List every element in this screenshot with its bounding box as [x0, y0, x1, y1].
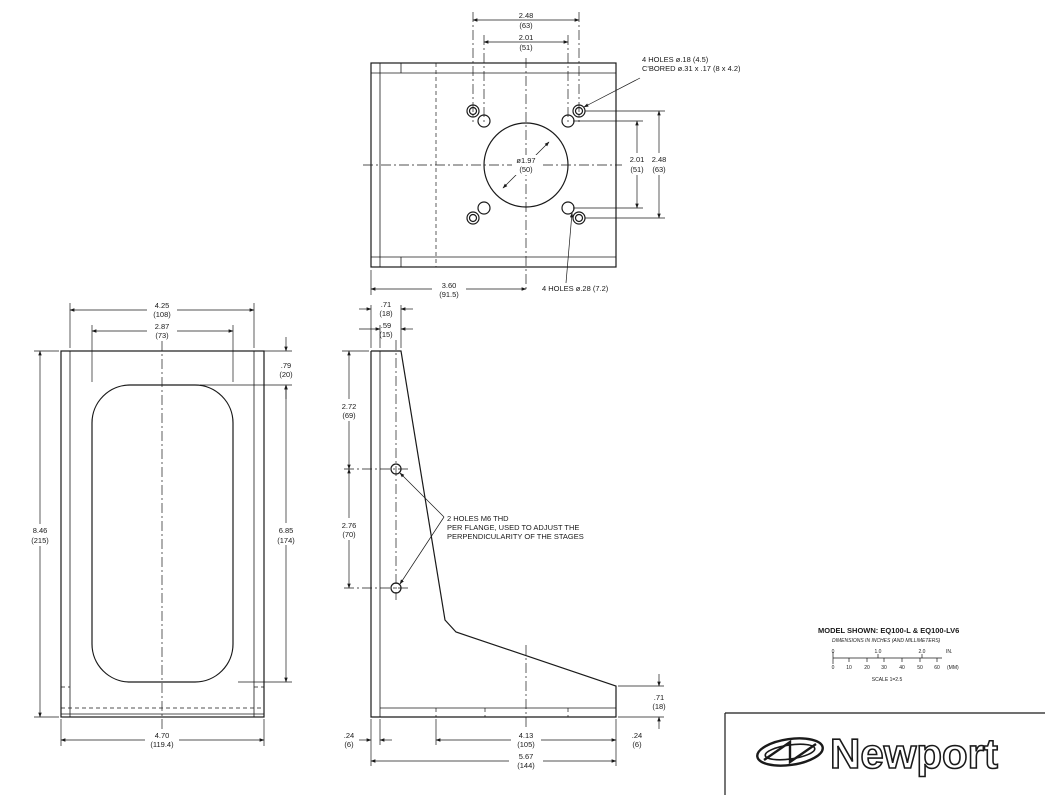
cbored-note-line1: 4 HOLES ø.18 (4.5) — [642, 55, 709, 64]
scale-in-1: 1.0 — [875, 649, 882, 655]
dim-front-top-in: .79 — [281, 361, 291, 370]
scale-in-2: 2.0 — [919, 649, 926, 655]
dim-side-top-a-mm: (18) — [379, 309, 393, 318]
newport-swirl-icon — [756, 737, 824, 767]
title-block: Newport — [724, 712, 1045, 795]
dim-side-top-a-in: .71 — [381, 300, 391, 309]
dim-front-top-mm: (20) — [279, 370, 293, 379]
holes-note: 4 HOLES ø.28 (7.2) — [542, 284, 609, 293]
bore-diameter-in: ø1.97 — [516, 156, 535, 165]
dim-right-inner-mm: (51) — [630, 165, 644, 174]
dim-offset-mm: (91.5) — [439, 290, 459, 299]
dim-side-total-in: 5.67 — [519, 752, 534, 761]
dim-side-base-inner-in: 4.13 — [519, 731, 534, 740]
dim-front-inner-mm: (73) — [155, 331, 169, 340]
legend-block: MODEL SHOWN: EQ100-L & EQ100-LV6 DIMENSI… — [818, 626, 959, 683]
scale-ratio: SCALE 1=2.5 — [872, 677, 903, 683]
dim-side-base-h-in: .71 — [654, 693, 664, 702]
scale-in-0: 0 — [832, 649, 835, 655]
thread-note-line3: PERPENDICULARITY OF THE STAGES — [447, 532, 584, 541]
dim-front-window-in: 6.85 — [279, 526, 294, 535]
dim-offset-in: 3.60 — [442, 281, 457, 290]
dim-side-thk-right-mm: (6) — [632, 740, 642, 749]
side-profile — [370, 350, 617, 718]
scale-bar — [832, 652, 942, 664]
dim-front-outer-in: 4.25 — [155, 301, 170, 310]
dim-top-outer-mm: (63) — [519, 21, 533, 30]
dim-front-base-mm: (119.4) — [150, 740, 174, 749]
dim-front-inner-in: 2.87 — [155, 322, 170, 331]
dim-side-base-inner-mm: (105) — [517, 740, 535, 749]
cbored-note-line2: C'BORED ø.31 x .17 (8 x 4.2) — [642, 64, 741, 73]
mounting-holes — [466, 104, 586, 225]
dim-side-v1-in: 2.72 — [342, 402, 357, 411]
dim-front-outer-mm: (108) — [153, 310, 171, 319]
scale-in-unit: IN. — [946, 649, 952, 655]
dim-top-inner-in: 2.01 — [519, 33, 534, 42]
dim-side-top-b-in: .59 — [381, 321, 391, 330]
dim-side-thk-left-mm: (6) — [344, 740, 354, 749]
dim-side-total-mm: (144) — [517, 761, 535, 770]
thread-note-line1: 2 HOLES M6 THD — [447, 514, 509, 523]
scale-mm-5: 50 — [917, 665, 923, 671]
dim-right-outer-in: 2.48 — [652, 155, 667, 164]
front-window-cutout — [91, 384, 234, 683]
dim-top-outer-in: 2.48 — [519, 11, 534, 20]
dim-side-v1-mm: (69) — [342, 411, 356, 420]
dim-side-v2-mm: (70) — [342, 530, 356, 539]
dim-side-v2-in: 2.76 — [342, 521, 357, 530]
legend-subtitle: DIMENSIONS IN INCHES (AND MILLIMETERS) — [832, 638, 941, 644]
dim-side-top-b-mm: (15) — [379, 330, 393, 339]
scale-mm-1: 10 — [846, 665, 852, 671]
bore-diameter-mm: (50) — [519, 165, 533, 174]
scale-mm-unit: (MM) — [947, 665, 959, 671]
thread-note-line2: PER FLANGE, USED TO ADJUST THE — [447, 523, 579, 532]
scale-mm-2: 20 — [864, 665, 870, 671]
dim-top-inner-mm: (51) — [519, 43, 533, 52]
newport-wordmark: Newport — [830, 730, 998, 777]
scale-mm-0: 0 — [832, 665, 835, 671]
scale-mm-3: 30 — [881, 665, 887, 671]
front-plate-outline — [60, 350, 265, 718]
legend-title: MODEL SHOWN: EQ100-L & EQ100-LV6 — [818, 626, 959, 635]
dim-side-thk-right-in: .24 — [632, 731, 642, 740]
front-view: 4.25 (108) 2.87 (73) 8.46 (215) .79 (20)… — [28, 300, 298, 751]
scale-mm-4: 40 — [899, 665, 905, 671]
dim-side-thk-left-in: .24 — [344, 731, 354, 740]
top-view: 2.48 (63) 2.01 (51) 2.01 (51) 2.48 (63) … — [363, 11, 741, 299]
side-view: .71 (18) .59 (15) 2.72 (69) 2.76 (70) 2 … — [337, 300, 666, 772]
dim-front-height-mm: (215) — [31, 536, 49, 545]
center-bore — [483, 122, 569, 208]
dim-front-window-mm: (174) — [277, 536, 295, 545]
dim-front-height-in: 8.46 — [33, 526, 48, 535]
dim-right-inner-in: 2.01 — [630, 155, 645, 164]
dim-right-outer-mm: (63) — [652, 165, 666, 174]
dim-front-base-in: 4.70 — [155, 731, 170, 740]
scale-mm-6: 60 — [934, 665, 940, 671]
dim-side-base-h-mm: (18) — [652, 702, 666, 711]
